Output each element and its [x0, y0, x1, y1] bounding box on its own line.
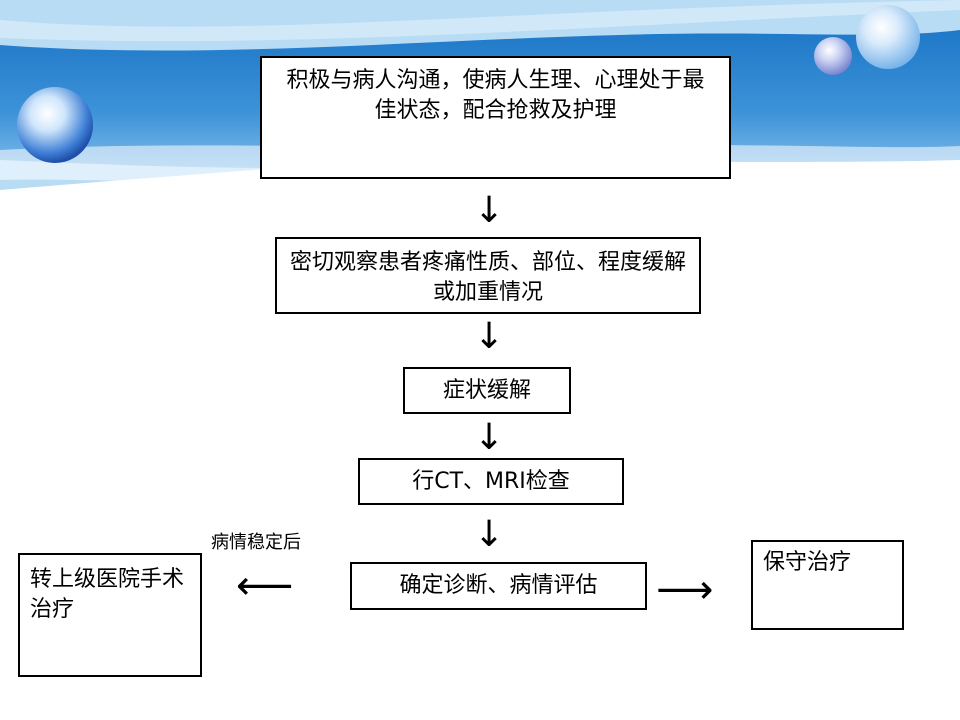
flow-box-diagnosis-text: 确定诊断、病情评估	[399, 573, 598, 598]
flow-box-relief-text: 症状缓解	[442, 378, 531, 403]
down-arrow-icon: ↓	[474, 190, 505, 231]
down-arrow-icon: ↓	[474, 316, 505, 357]
flow-box-conservative: 保守治疗	[751, 540, 904, 630]
flow-box-relief: 症状缓解	[403, 367, 571, 414]
flow-box-diagnosis: 确定诊断、病情评估	[350, 562, 647, 610]
branch-label-stable: 病情稳定后	[211, 532, 301, 553]
flow-box-conservative-text: 保守治疗	[763, 550, 852, 575]
flow-box-transfer-text: 转上级医院手术治疗	[30, 567, 185, 622]
left-arrow-icon: ⟵	[236, 563, 294, 609]
flow-box-observe: 密切观察患者疼痛性质、部位、程度缓解或加重情况	[275, 237, 701, 314]
right-arrow-icon: ⟶	[656, 567, 714, 613]
down-arrow-icon: ↓	[474, 417, 505, 458]
flow-box-communicate-text: 积极与病人沟通，使病人生理、心理处于最佳状态，配合抢救及护理	[286, 68, 705, 123]
down-arrow-icon: ↓	[474, 514, 505, 555]
flow-box-transfer: 转上级医院手术治疗	[18, 553, 202, 677]
flow-box-communicate: 积极与病人沟通，使病人生理、心理处于最佳状态，配合抢救及护理	[260, 56, 731, 179]
flow-box-observe-text: 密切观察患者疼痛性质、部位、程度缓解或加重情况	[289, 250, 686, 305]
flow-box-ct-mri-text: 行CT、MRI检查	[412, 469, 570, 494]
flow-box-ct-mri: 行CT、MRI检查	[358, 458, 624, 505]
